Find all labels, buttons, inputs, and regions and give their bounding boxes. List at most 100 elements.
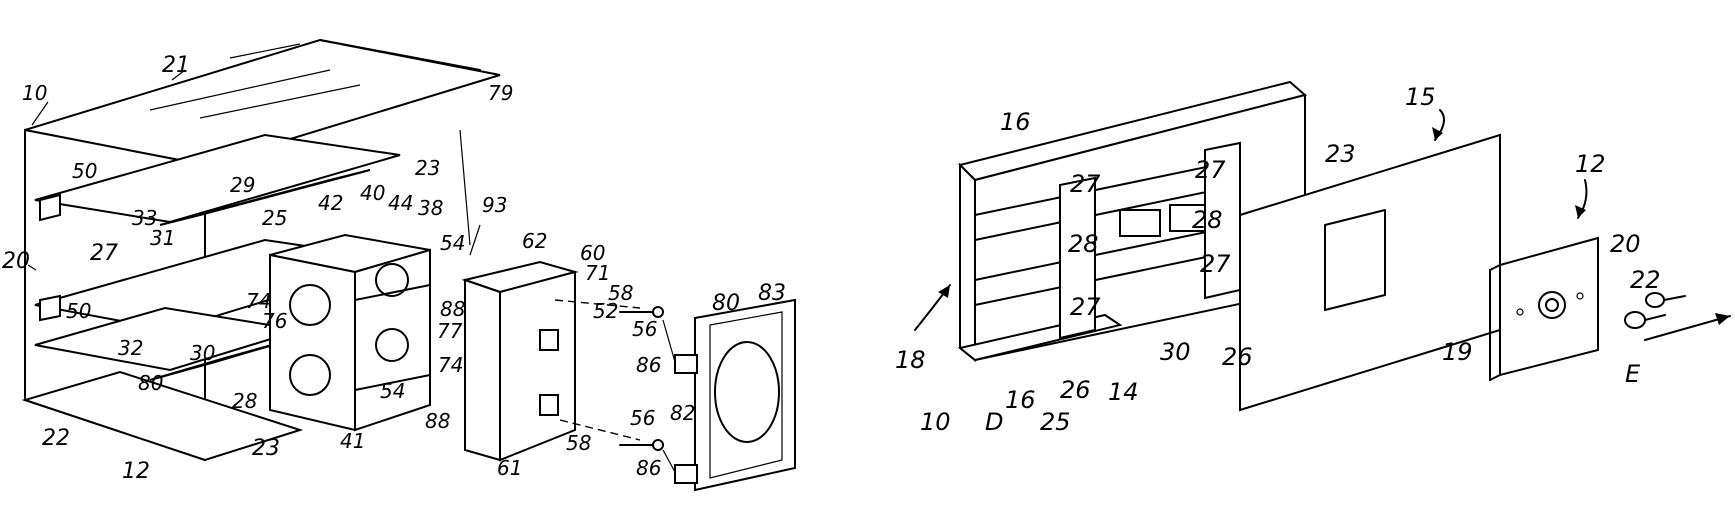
leader	[469, 224, 481, 256]
reference-numeral-l31: 31	[150, 226, 175, 250]
arrow-18-head	[938, 285, 950, 298]
reference-numeral-r27b: 27	[1195, 156, 1226, 184]
reference-numeral-r30: 30	[1160, 338, 1191, 366]
rail	[974, 159, 1241, 216]
upper-shelf	[34, 133, 401, 224]
reference-numeral-l74b: 74	[438, 353, 463, 377]
bracket-tab-52	[539, 329, 559, 351]
strap-26a	[1059, 176, 1096, 340]
reference-numeral-l52: 52	[593, 299, 618, 323]
reference-numeral-l86b: 86	[636, 456, 661, 480]
reference-numeral-l41: 41	[340, 429, 365, 453]
knockout-76	[289, 354, 331, 396]
reference-numeral-l93: 93	[482, 193, 507, 217]
leader	[31, 101, 49, 126]
rail	[974, 184, 1241, 241]
rail	[974, 249, 1241, 306]
fastener-shank	[1644, 314, 1666, 321]
screw-path-upper	[554, 299, 641, 309]
leader	[171, 69, 186, 81]
reference-numeral-l76: 76	[262, 309, 287, 333]
reference-numeral-l60: 60	[580, 241, 605, 265]
reference-numeral-r26a: 26	[1222, 343, 1253, 371]
reference-numeral-r28b: 28	[1192, 206, 1223, 234]
reference-numeral-rD: D	[985, 408, 1003, 436]
reference-numeral-l56b: 56	[630, 406, 655, 430]
reference-numeral-l80b: 80	[138, 371, 163, 395]
reference-numeral-l28: 28	[232, 389, 257, 413]
cover-plate-inner	[709, 311, 783, 479]
reference-numeral-r27c: 27	[1200, 250, 1231, 278]
reference-numeral-r16a: 16	[1000, 108, 1031, 136]
reference-numeral-l50b: 50	[66, 299, 91, 323]
arrow-E-line	[1644, 315, 1731, 341]
reference-numeral-r25: 25	[1040, 408, 1071, 436]
reference-numeral-l86a: 86	[636, 353, 661, 377]
right-figure	[914, 80, 1731, 412]
reference-numeral-r23: 23	[1325, 140, 1356, 168]
box-strap	[354, 374, 431, 391]
fastener-shank	[1663, 295, 1686, 301]
arrow-E-head	[1715, 313, 1730, 325]
reference-numeral-l88b: 88	[425, 409, 450, 433]
reference-numeral-l62: 62	[522, 229, 547, 253]
reference-numeral-r22: 22	[1630, 266, 1661, 294]
rail	[974, 224, 1241, 281]
plate-flange-19	[1489, 374, 1501, 381]
reference-numeral-l50a: 50	[72, 159, 97, 183]
box-strap	[354, 284, 431, 301]
reference-numeral-l29: 29	[230, 173, 255, 197]
outlet-socket-inner	[1545, 298, 1559, 312]
reference-numeral-r12: 12	[1575, 150, 1606, 178]
reference-numeral-l88a: 88	[440, 297, 465, 321]
top-hatch	[149, 69, 331, 111]
cover-opening-83	[714, 341, 780, 443]
reference-numeral-l54b: 54	[380, 379, 405, 403]
screw-head-56b	[652, 439, 664, 451]
reference-numeral-l32: 32	[118, 336, 143, 360]
reference-numeral-l58a: 58	[608, 281, 633, 305]
reference-numeral-l25: 25	[262, 206, 287, 230]
reference-numeral-l12: 12	[122, 459, 150, 484]
duct-bottom	[21, 370, 304, 462]
reference-numeral-r28a: 28	[1068, 230, 1099, 258]
reference-numeral-l71: 71	[585, 261, 610, 285]
reference-numeral-l20: 20	[2, 249, 30, 274]
box-front	[269, 253, 356, 432]
reference-numeral-l77: 77	[437, 319, 463, 343]
leader	[662, 319, 676, 363]
reference-numeral-l38: 38	[418, 196, 443, 220]
reference-numeral-l27: 27	[90, 241, 118, 266]
clip-28a	[1119, 209, 1161, 237]
screw-path-lower	[559, 419, 641, 441]
reference-numeral-l82: 82	[670, 401, 695, 425]
plate-flange-19	[1489, 264, 1501, 271]
reference-numeral-r15: 15	[1405, 83, 1436, 111]
reference-numeral-l56a: 56	[632, 317, 657, 341]
outlet-socket	[1538, 291, 1566, 319]
knockout-74a	[289, 284, 331, 326]
arrow-12-head	[1575, 205, 1586, 218]
reference-numeral-rE: E	[1625, 360, 1641, 388]
reference-numeral-l58b: 58	[566, 431, 591, 455]
reference-numeral-r18: 18	[895, 346, 926, 374]
reference-numeral-l40: 40	[360, 181, 385, 205]
top-hatch	[199, 84, 361, 119]
reference-numeral-l21: 21	[162, 53, 190, 78]
reference-numeral-l79: 79	[488, 81, 513, 105]
reference-numeral-l30: 30	[190, 341, 215, 365]
reference-numeral-l22: 22	[42, 426, 70, 451]
clip-28b	[1169, 204, 1206, 232]
plate-hole	[1576, 292, 1584, 300]
leader	[662, 449, 676, 473]
clip-50b	[39, 294, 61, 322]
box-side	[354, 248, 431, 432]
knockout-side-b	[375, 328, 409, 362]
arrow-15-head	[1432, 127, 1443, 140]
bracket-tab-58	[539, 394, 559, 416]
fastener-head	[1624, 311, 1646, 329]
screw-head-56a	[652, 306, 664, 318]
reference-numeral-l74a: 74	[246, 289, 271, 313]
